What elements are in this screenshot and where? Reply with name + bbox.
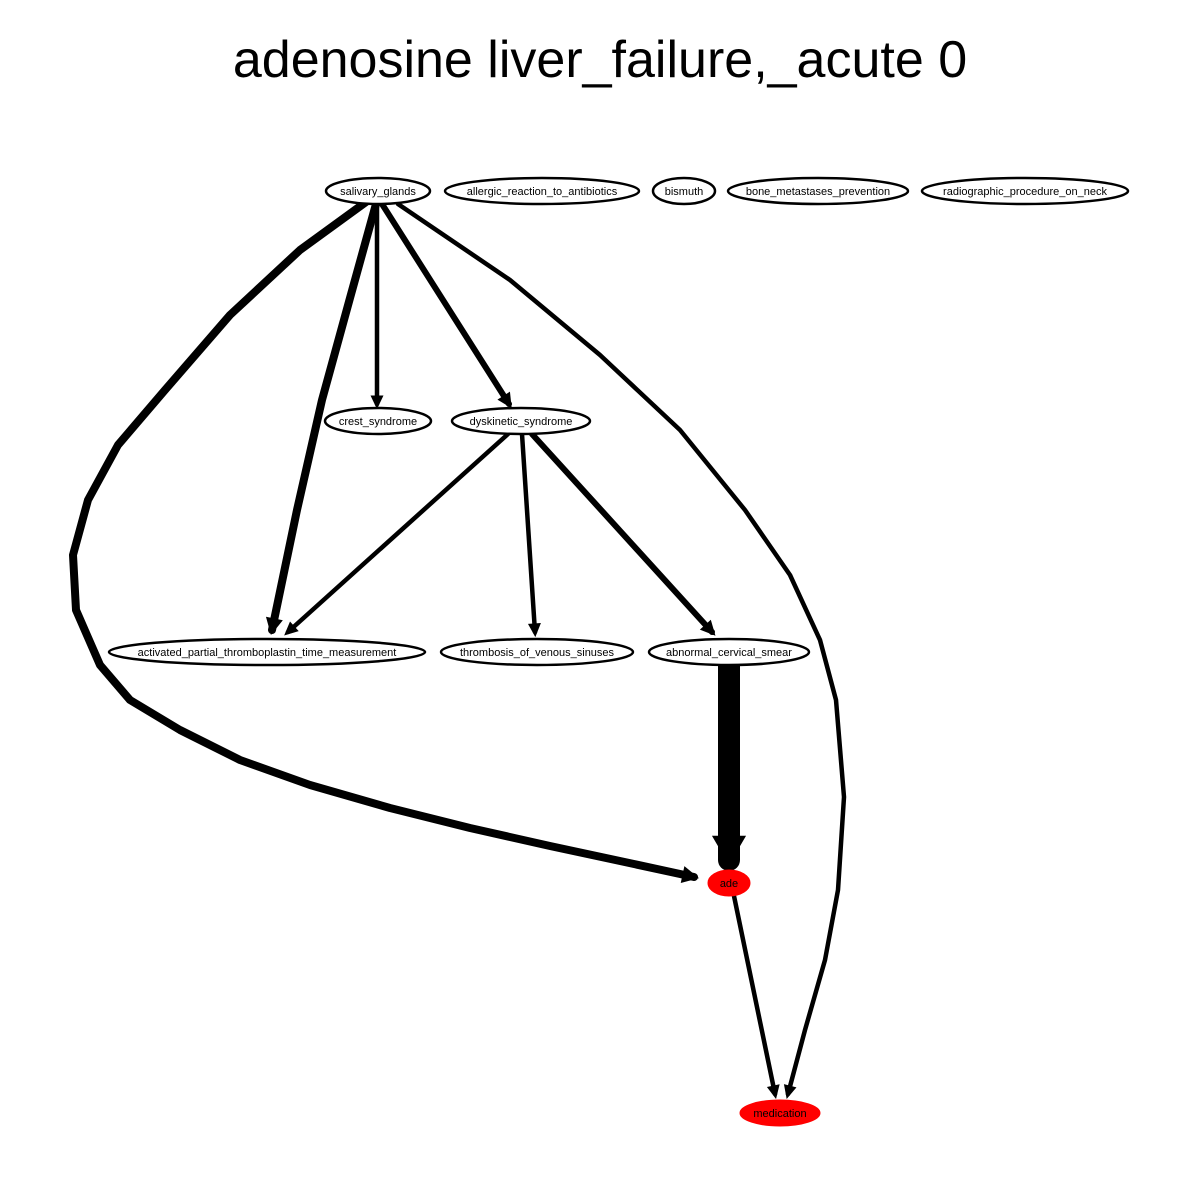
node-bismuth[interactable]: bismuth — [651, 176, 717, 206]
node-activated_partial_thromboplastin_time_measurement[interactable]: activated_partial_thromboplastin_time_me… — [107, 637, 427, 667]
node-shape — [443, 176, 641, 206]
node-shape — [323, 406, 433, 436]
edge-arrowhead — [699, 619, 716, 636]
edge-arrowhead — [711, 835, 747, 865]
node-bone_metastases_prevention[interactable]: bone_metastases_prevention — [726, 176, 910, 206]
edge-arrowhead — [766, 1084, 780, 1100]
node-shape — [739, 1099, 821, 1127]
node-shape — [726, 176, 910, 206]
edge-dyskinetic_syndrome-to-thrombosis_of_venous_sinuses — [519, 431, 541, 638]
node-label: bone_metastases_prevention — [746, 186, 890, 198]
node-label: salivary_glands — [340, 186, 416, 198]
node-label: medication — [753, 1108, 806, 1120]
edge-line — [285, 431, 511, 635]
edge-line — [519, 431, 538, 635]
node-dyskinetic_syndrome[interactable]: dyskinetic_syndrome — [450, 406, 592, 436]
node-ade[interactable]: ade — [707, 869, 751, 897]
node-abnormal_cervical_smear[interactable]: abnormal_cervical_smear — [647, 637, 811, 667]
node-label: thrombosis_of_venous_sinuses — [460, 647, 615, 659]
node-crest_syndrome[interactable]: crest_syndrome — [323, 406, 433, 436]
node-label: ade — [720, 878, 738, 890]
node-label: crest_syndrome — [339, 416, 417, 428]
edge-arrowhead — [370, 395, 384, 410]
edge-salivary_glands-to-activated_partial_thromboplastin_time_measurement — [265, 200, 380, 635]
edge-line — [395, 201, 847, 1097]
node-radiographic_procedure_on_neck[interactable]: radiographic_procedure_on_neck — [920, 176, 1130, 206]
edge-arrowhead — [497, 391, 512, 409]
node-shape — [439, 637, 635, 667]
node-salivary_glands[interactable]: salivary_glands — [324, 176, 432, 206]
node-allergic_reaction_to_antibiotics[interactable]: allergic_reaction_to_antibiotics — [443, 176, 641, 206]
node-shape — [920, 176, 1130, 206]
node-label: radiographic_procedure_on_neck — [943, 186, 1107, 198]
edge-line — [731, 893, 778, 1097]
node-shape — [651, 176, 717, 206]
node-label: activated_partial_thromboplastin_time_me… — [138, 647, 397, 659]
edge-arrowhead — [783, 1084, 797, 1099]
node-shape — [324, 176, 432, 206]
edge-dyskinetic_syndrome-to-activated_partial_thromboplastin_time_measurement — [284, 431, 511, 636]
edge-line — [379, 201, 512, 407]
edge-arrowhead — [284, 621, 299, 636]
node-label: dyskinetic_syndrome — [470, 416, 573, 428]
node-shape — [107, 637, 427, 667]
edge-line — [69, 198, 698, 881]
node-label: abnormal_cervical_smear — [666, 647, 792, 659]
node-thrombosis_of_venous_sinuses[interactable]: thrombosis_of_venous_sinuses — [439, 637, 635, 667]
edge-salivary_glands-to-crest_syndrome — [370, 201, 384, 410]
edge-arrowhead — [680, 866, 699, 883]
edge-dyskinetic_syndrome-to-abnormal_cervical_smear — [529, 431, 716, 636]
edge-abnormal_cervical_smear-to-ade — [711, 654, 747, 871]
edge-salivary_glands-to-dyskinetic_syndrome — [379, 201, 512, 409]
edge-arrowhead — [527, 623, 541, 638]
edge-ade-to-medication — [731, 893, 780, 1100]
graph-title: adenosine liver_failure,_acute 0 — [232, 31, 968, 89]
node-label: bismuth — [665, 186, 704, 198]
nodes: salivary_glands allergic_reaction_to_anti… — [107, 176, 1130, 1127]
node-shape — [647, 637, 811, 667]
edge-line — [529, 431, 715, 635]
edge-line — [268, 200, 380, 634]
node-medication[interactable]: medication — [739, 1099, 821, 1127]
node-shape — [450, 406, 592, 436]
edge-salivary_glands-to-ade — [69, 198, 699, 883]
edge-arrowhead — [265, 616, 283, 635]
edge-salivary_glands-to-medication — [395, 201, 847, 1099]
edges — [69, 198, 847, 1100]
node-shape — [707, 869, 751, 897]
node-label: allergic_reaction_to_antibiotics — [467, 186, 618, 198]
